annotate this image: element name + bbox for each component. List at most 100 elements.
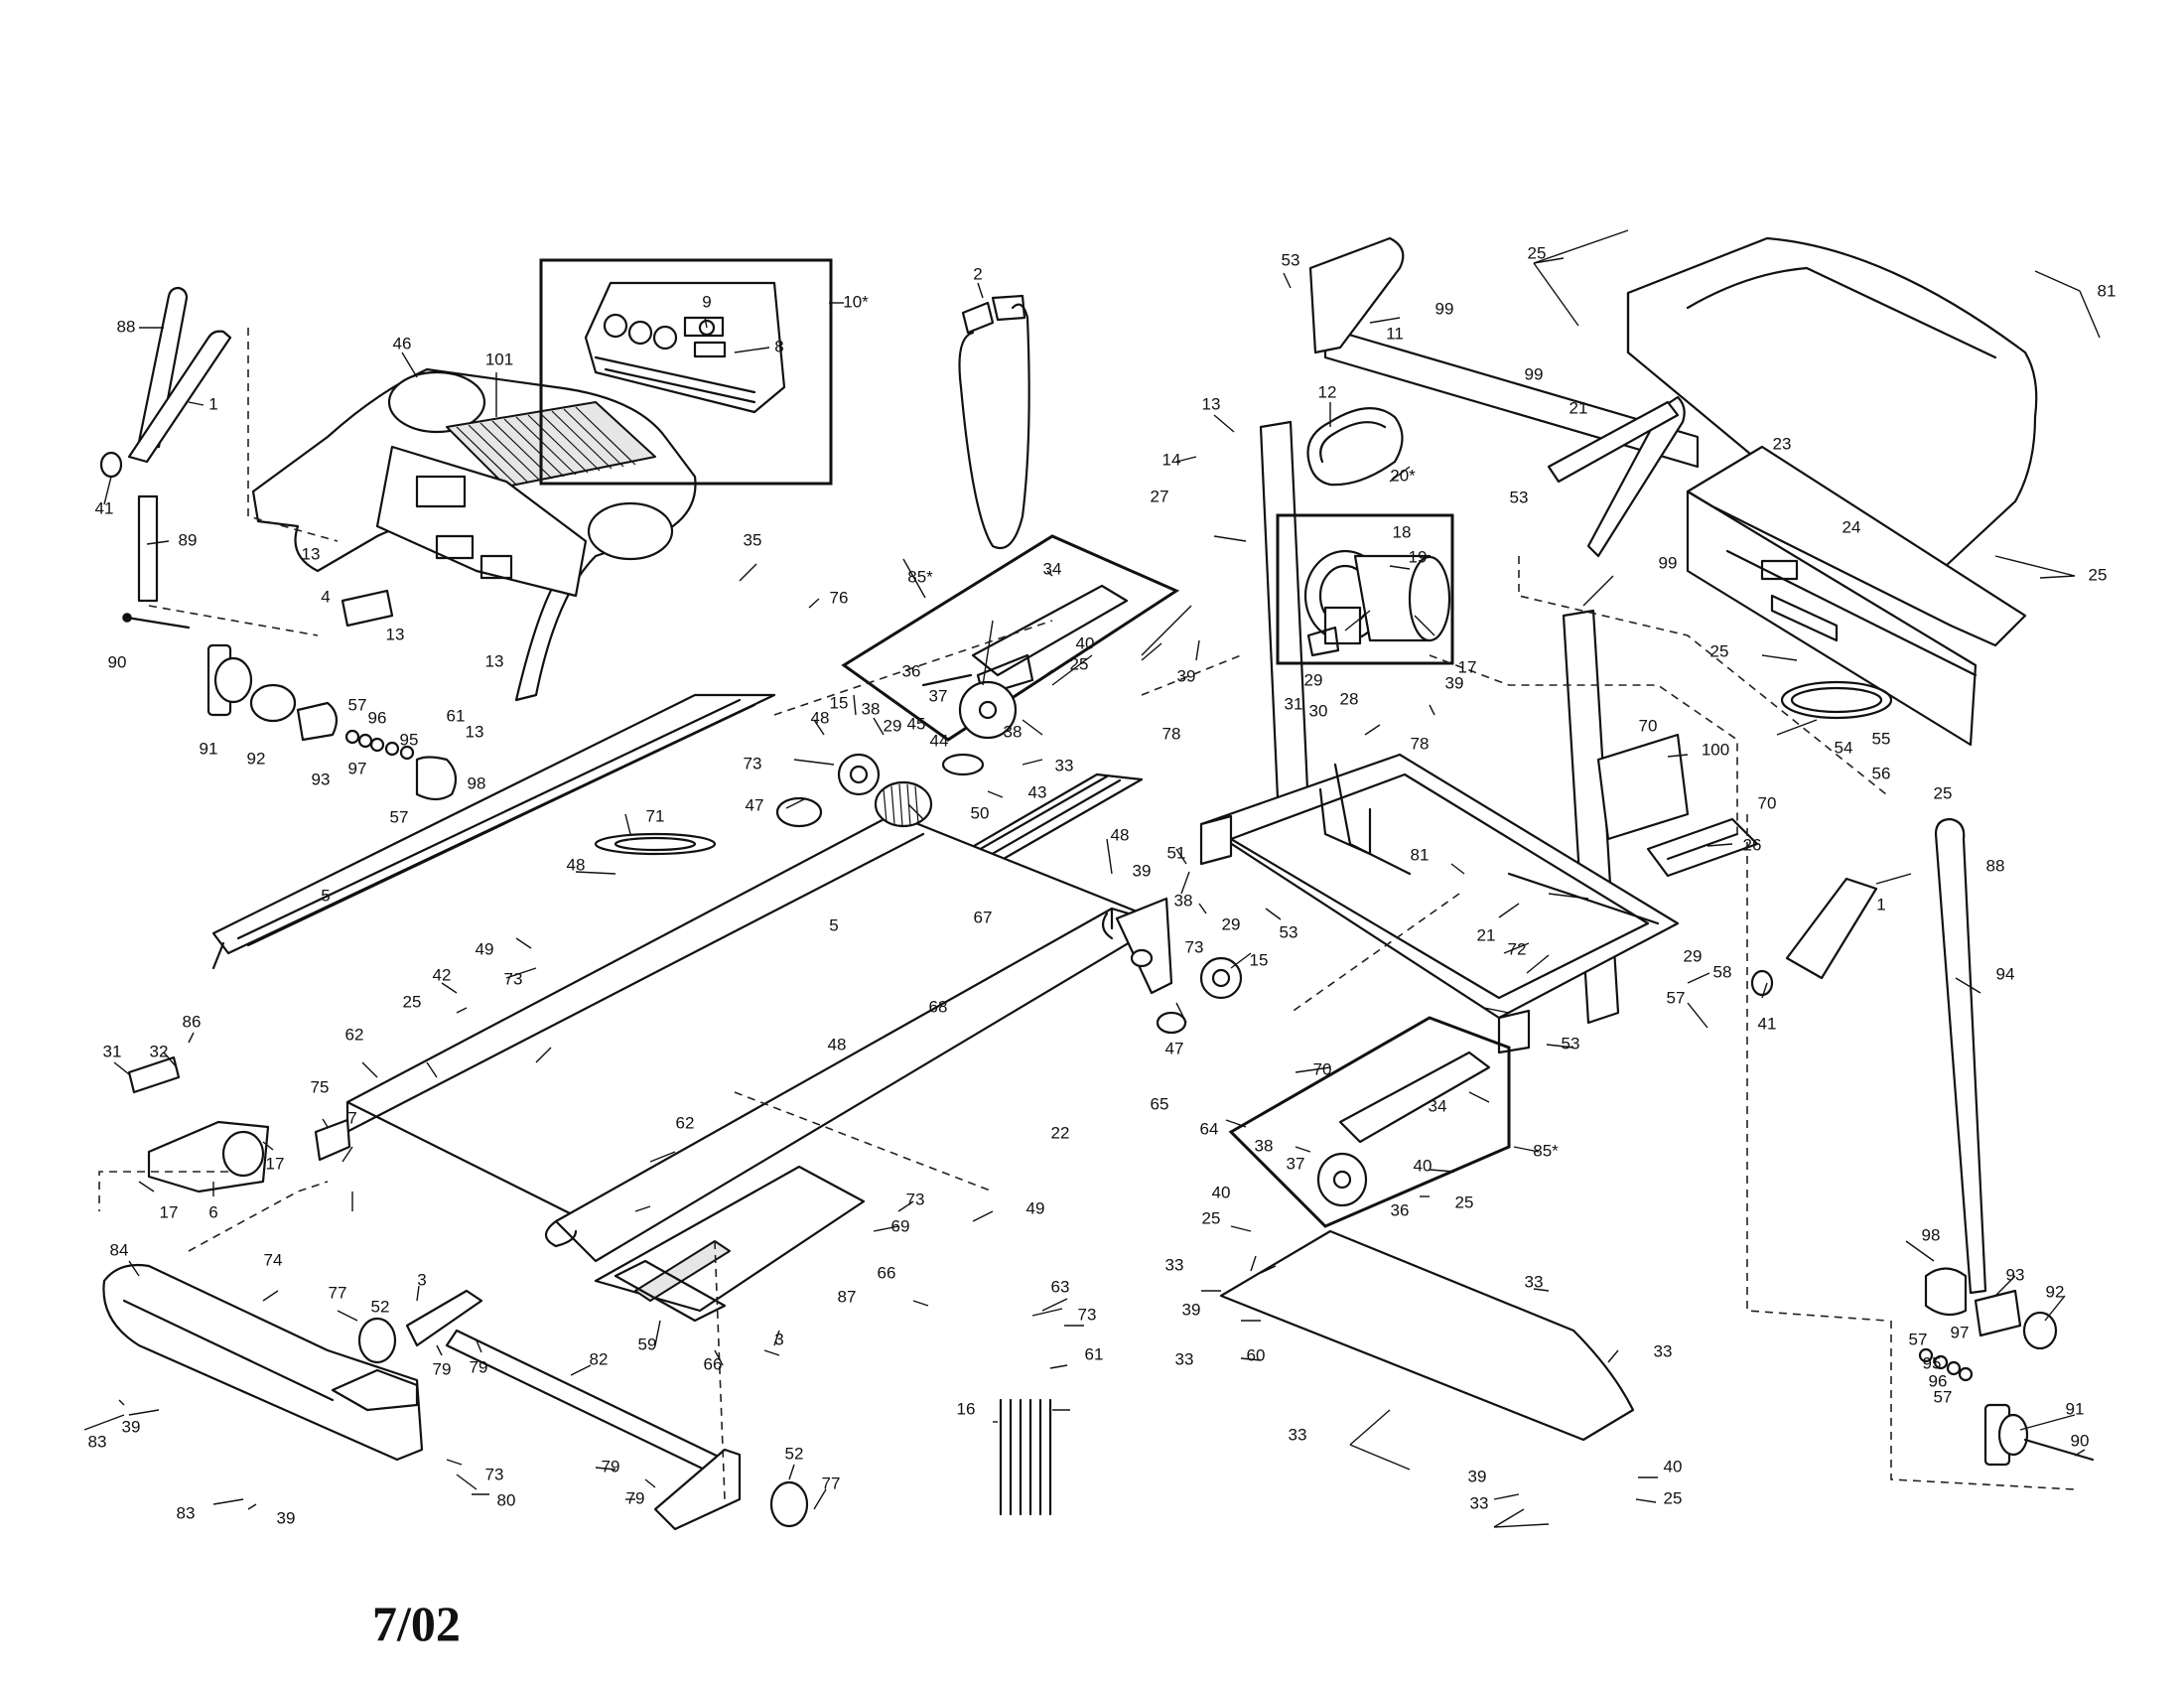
part-callout: 75 <box>311 1077 330 1096</box>
part-callout: 76 <box>830 588 849 607</box>
part-callout: 13 <box>1202 394 1221 413</box>
base-plate <box>1219 1229 1635 1442</box>
part-callout: 69 <box>891 1216 910 1235</box>
part-callout: 99 <box>1435 299 1454 318</box>
part-callout: 16 <box>957 1399 976 1418</box>
part-callout: 91 <box>200 739 218 758</box>
part-callout: 65 <box>1151 1094 1169 1113</box>
drive-belt <box>958 294 1030 549</box>
part-callout: 34 <box>1429 1096 1447 1115</box>
part-callout: 52 <box>371 1297 390 1316</box>
part-callout: 36 <box>1391 1200 1410 1219</box>
part-callout: 58 <box>1713 962 1732 981</box>
part-callout: 12 <box>1318 382 1337 401</box>
part-callout: 49 <box>476 939 494 958</box>
part-callout: 52 <box>785 1444 804 1463</box>
part-callout: 39 <box>1445 673 1464 692</box>
part-callout: 30 <box>1309 701 1328 720</box>
part-callout: 63 <box>1051 1277 1070 1296</box>
part-callout: 88 <box>1986 856 2005 875</box>
part-callout: 17 <box>266 1154 285 1173</box>
part-callout: 40 <box>1212 1183 1231 1201</box>
part-callout: 48 <box>1111 825 1130 844</box>
part-callout: 59 <box>638 1334 657 1353</box>
drive-motor-inset <box>1276 513 1454 665</box>
console-overlay-inset <box>539 258 833 486</box>
part-callout: 25 <box>1455 1193 1474 1211</box>
part-callout: 70 <box>1639 716 1658 735</box>
part-callout: 1 <box>1876 895 1885 913</box>
part-callout: 25 <box>1710 641 1729 660</box>
motor-mount-plate <box>594 1165 866 1323</box>
rear-stabilizer <box>357 1289 809 1531</box>
part-callout: 8 <box>774 337 783 355</box>
part-callout: 3 <box>417 1270 426 1289</box>
part-callout: 28 <box>1340 689 1359 708</box>
part-callout: 87 <box>838 1287 857 1306</box>
part-callout: 83 <box>177 1503 196 1522</box>
part-callout: 101 <box>485 350 513 368</box>
cable-ties <box>999 1398 1052 1516</box>
part-callout: 24 <box>1843 517 1861 536</box>
part-callout: 57 <box>1667 988 1686 1007</box>
part-callout: 43 <box>1028 782 1047 801</box>
part-callout: 62 <box>676 1113 695 1132</box>
part-callout: 48 <box>828 1035 847 1053</box>
part-callout: 1 <box>208 394 217 413</box>
part-callout: 9 <box>702 292 711 311</box>
motor-belt <box>1306 407 1404 487</box>
part-callout: 29 <box>1684 946 1703 965</box>
part-callout: 86 <box>183 1012 202 1031</box>
part-callout: 62 <box>345 1025 364 1044</box>
part-callout: 79 <box>602 1457 620 1475</box>
part-callout: 53 <box>1282 250 1300 269</box>
part-callout: 44 <box>930 731 949 750</box>
part-callout: 38 <box>862 699 881 718</box>
part-callout: 25 <box>2089 565 2108 584</box>
part-callout: 97 <box>348 759 367 777</box>
part-callout: 6 <box>208 1202 217 1221</box>
wire-harness <box>594 832 717 856</box>
part-callout: 61 <box>447 706 466 725</box>
part-callout: 40 <box>1076 633 1095 652</box>
part-callout: 33 <box>1175 1349 1194 1368</box>
left-pivot-hardware <box>206 643 458 801</box>
part-callout: 78 <box>1411 734 1430 753</box>
part-callout: 85* <box>907 567 933 586</box>
part-callout: 48 <box>567 855 586 874</box>
part-callout: 77 <box>822 1474 841 1492</box>
part-callout: 98 <box>1922 1225 1941 1244</box>
part-callout: 26 <box>1743 835 1762 854</box>
part-callout: 95 <box>1923 1353 1942 1372</box>
part-callout: 64 <box>1200 1119 1219 1138</box>
part-callout: 81 <box>2098 281 2116 300</box>
part-callout: 82 <box>590 1349 609 1368</box>
part-callout: 23 <box>1773 434 1792 453</box>
part-callout: 5 <box>321 886 330 905</box>
part-callout: 81 <box>1411 845 1430 864</box>
part-callout: 20* <box>1390 466 1416 485</box>
part-callout: 92 <box>2046 1282 2065 1301</box>
part-callout: 11 <box>1386 324 1404 343</box>
part-callout: 83 <box>88 1432 107 1451</box>
part-callout: 15 <box>1250 950 1269 969</box>
deck-and-belt <box>314 812 1173 1263</box>
part-callout: 71 <box>646 806 665 825</box>
part-callout: 38 <box>1174 891 1193 910</box>
part-callout: 90 <box>108 652 127 671</box>
part-callout: 53 <box>1510 488 1529 506</box>
part-callout: 90 <box>2071 1431 2090 1450</box>
assembly-guide-lines <box>98 556 1887 1500</box>
part-callout: 73 <box>1078 1305 1097 1324</box>
part-callout: 73 <box>1185 937 1204 956</box>
part-callout: 55 <box>1872 729 1891 748</box>
part-callout: 21 <box>1570 398 1588 417</box>
part-callout: 60 <box>1247 1345 1266 1364</box>
part-callout: 80 <box>497 1490 516 1509</box>
part-callout: 5 <box>829 915 838 934</box>
part-callout: 18 <box>1393 522 1412 541</box>
part-callout: 14 <box>1162 450 1181 469</box>
part-callout: 93 <box>312 770 331 788</box>
part-callout: 35 <box>744 530 762 549</box>
